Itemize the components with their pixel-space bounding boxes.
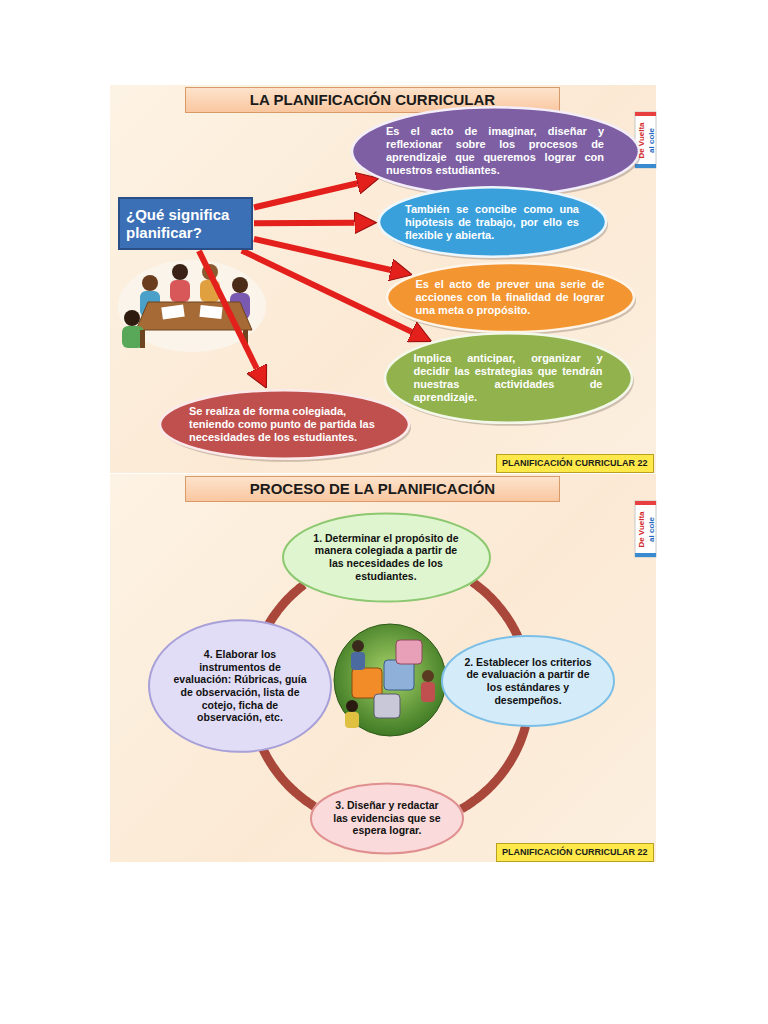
oval-text: Es el acto de prever una serie de accion… [416,278,605,317]
logo-strip [635,112,656,116]
puzzle-ground [334,624,446,736]
footer-text: PLANIFICACIÓN CURRICULAR 22 [502,847,648,858]
definition-oval: Es el acto de imaginar, diseñar y reflex… [348,103,643,200]
logo-text: al cole [647,517,656,542]
person-head [172,264,188,280]
text-holder: Se realiza de forma colegiada, teniendo … [189,405,379,444]
step-oval: 3. Diseñar y redactar las evidencias que… [307,779,467,858]
puzzle-piece [374,694,400,718]
logo-text: al cole [647,128,656,153]
person-head [232,277,248,293]
text-holder: PLANIFICACIÓN CURRICULAR 22 [502,458,648,469]
arrow-connector [242,250,412,331]
logo-strip [635,553,656,557]
title-box: PROCESO DE LA PLANIFICACIÓN [185,476,560,502]
question-text: ¿Qué significa planificar? [126,206,245,242]
paper [161,305,184,320]
oval-fill [442,636,614,726]
text-holder: También se concibe como una hipótesis de… [405,203,579,242]
text-holder: Implica anticipar, organizar y decidir l… [414,352,603,404]
text-holder: PLANIFICACIÓN CURRICULAR 22 [502,847,648,858]
cycle-arc [461,726,525,809]
paper [199,305,222,319]
footer-text: PLANIFICACIÓN CURRICULAR 22 [502,458,648,469]
arrow-connector [254,220,355,226]
title-text: PROCESO DE LA PLANIFICACIÓN [190,480,555,498]
oval-fill [283,513,490,601]
oval-fill [379,187,606,256]
oval-text: También se concibe como una hipótesis de… [405,203,579,242]
step-text: 3. Diseñar y redactar las evidencias que… [328,799,446,837]
person-head [422,670,434,682]
oval-fill [311,783,463,853]
person-head [346,700,358,712]
oval-fill [387,263,634,332]
step-text: 2. Establecer los criterios de evaluació… [462,656,595,706]
text-holder: PROCESO DE LA PLANIFICACIÓN [190,480,555,498]
oval-fill [352,107,639,195]
person-body [345,712,359,728]
text-holder: 4. Elaborar los instrumentos de evaluaci… [170,648,311,724]
logo-strip [635,501,656,505]
oval-fill [149,620,331,752]
arrow-connector [254,183,357,207]
step-oval: 2. Establecer los criterios de evaluació… [438,632,618,730]
person-body [421,682,435,702]
text-holder: 3. Diseñar y redactar las evidencias que… [328,799,446,837]
logo-text: De Vuelta [636,511,645,547]
text-holder: 2. Establecer los criterios de evaluació… [462,656,595,706]
oval-fill [160,390,409,459]
definition-oval: Es el acto de prever una serie de accion… [383,259,638,336]
footer-tag: PLANIFICACIÓN CURRICULAR 22 [496,843,654,862]
arrow-connector [199,251,257,369]
cycle-arc [269,585,304,624]
puzzle-illustration [334,624,446,736]
puzzle-piece [352,668,382,698]
text-holder: ¿Qué significa planificar? [126,206,245,242]
logo-text: De Vuelta [636,122,645,158]
person-head [124,310,140,326]
text-holder: Es el acto de imaginar, diseñar y reflex… [386,125,604,177]
cycle-arc [472,582,518,637]
logo-ground [635,501,656,557]
cycle-arc [263,749,314,806]
question-box: ¿Qué significa planificar? [118,197,253,250]
oval-text: Se realiza de forma colegiada, teniendo … [189,405,379,444]
definition-oval: Se realiza de forma colegiada, teniendo … [156,386,413,463]
definition-oval: También se concibe como una hipótesis de… [375,183,610,261]
step-oval: 1. Determinar el propósito de manera col… [279,509,494,606]
text-holder: Es el acto de prever una serie de accion… [416,278,605,317]
oval-fill [385,333,632,423]
person-body [170,280,190,302]
step-text: 4. Elaborar los instrumentos de evaluaci… [170,648,311,724]
definition-oval: Implica anticipar, organizar y decidir l… [381,329,636,427]
logo [635,112,656,557]
text-holder: 1. Determinar el propósito de manera col… [307,532,466,582]
step-text: 1. Determinar el propósito de manera col… [307,532,466,582]
person-body [351,652,365,670]
footer-tag: PLANIFICACIÓN CURRICULAR 22 [496,454,654,473]
logo-strip [635,164,656,168]
step-oval: 4. Elaborar los instrumentos de evaluaci… [145,616,335,756]
person-head [352,640,364,652]
oval-text: Es el acto de imaginar, diseñar y reflex… [386,125,604,177]
puzzle-piece [396,640,422,664]
person-body [122,326,144,348]
oval-text: Implica anticipar, organizar y decidir l… [414,352,603,404]
table-leg [140,330,145,348]
person-head [142,275,158,291]
